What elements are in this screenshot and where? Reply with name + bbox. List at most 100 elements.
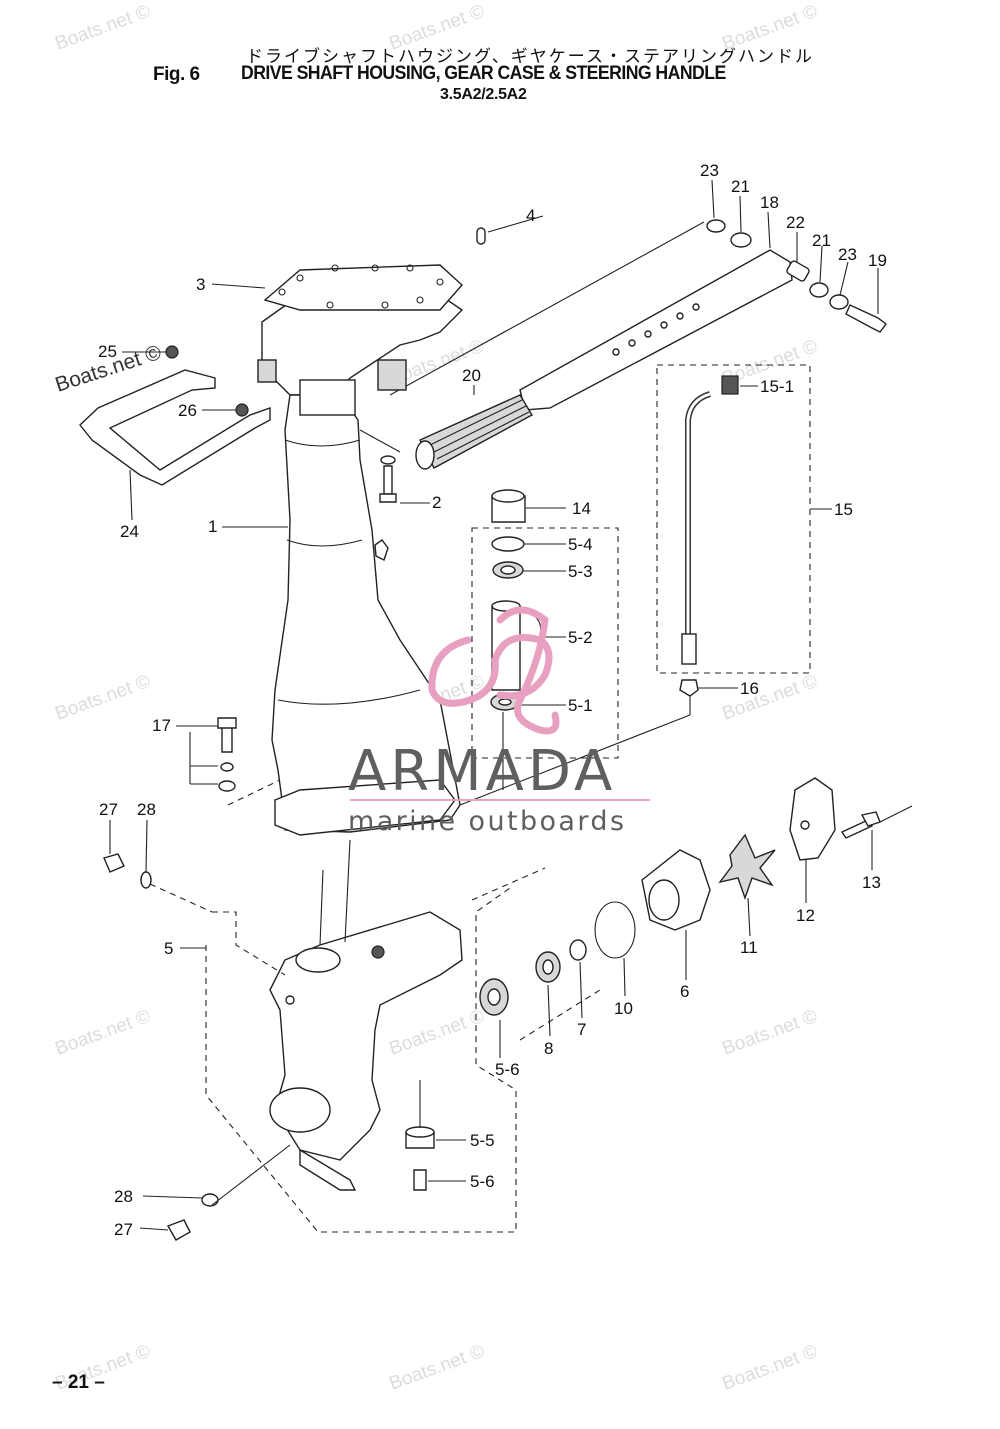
watermark: Boats.net © (720, 1341, 821, 1395)
part-label-27: 27 (114, 1220, 133, 1239)
pump-cover-12 (789, 777, 836, 861)
part-label-7: 6 (680, 982, 689, 1001)
part-label-23: 23 (838, 245, 857, 264)
dowel-pin-4 (476, 227, 486, 245)
plug-27a (103, 853, 125, 873)
part-label-8: 7 (577, 1020, 586, 1039)
watermark: Boats.net © (53, 1, 154, 55)
bolt-19 (845, 304, 887, 333)
armada-logo: ARMADA marine outboards (348, 606, 650, 837)
part-label-5-4: 5-4 (568, 535, 593, 554)
part-label-26: 26 (178, 401, 197, 420)
gear-case-boundary (205, 867, 546, 1233)
part-label-25: 25 (98, 342, 117, 361)
ring-5-4 (491, 536, 525, 552)
part-label-5: 5 (164, 939, 173, 958)
watermark: Boats.net © (387, 1, 488, 55)
logo-mark (428, 606, 560, 735)
watermark: Boats.net © (720, 1006, 821, 1060)
part-label-21: 21 (812, 231, 831, 250)
gear-case-5 (269, 911, 463, 1191)
figure-number: Fig. 6 (153, 64, 200, 85)
part-label-5-5: 5-5 (470, 1131, 495, 1150)
part-label-27: 27 (99, 800, 118, 819)
washer-23b (829, 294, 849, 310)
part-label-13: 13 (862, 873, 881, 892)
watermark: Boats.net © (720, 1, 821, 55)
part-label-5-2: 5-2 (568, 628, 593, 647)
part-label-4: 4 (526, 206, 535, 225)
part-label-16: 16 (740, 679, 759, 698)
japanese-title: ドライブシャフトハウジング、ギヤケース・ステアリングハンドル (246, 47, 814, 66)
part-label-18: 18 (760, 193, 779, 212)
washer-23a (706, 219, 726, 233)
model-number: 3.5A2/2.5A2 (440, 86, 527, 103)
gasket-3 (263, 264, 463, 311)
logo-tagline: marine outboards (348, 806, 626, 837)
water-pump-parts (479, 777, 881, 1016)
watermark: Boats.net © (387, 1006, 488, 1060)
housing-bottom-flange (274, 779, 456, 836)
part-label-22: 22 (786, 213, 805, 232)
gasket-28a (140, 871, 152, 889)
housing-body-1 (271, 394, 461, 833)
part-label-6: 5-6 (495, 1060, 520, 1079)
part-label-1: 1 (208, 517, 217, 536)
washer-21a (730, 232, 752, 248)
housing-clamp-left (257, 359, 277, 383)
part-number-labels: 23 21 18 22 21 23 19 4 3 25 26 20 24 1 2… (98, 161, 887, 1239)
part-label-20: 20 (462, 366, 481, 385)
part-label-2: 2 (432, 493, 441, 512)
handle-frame (79, 369, 271, 486)
o-ring-10 (594, 901, 636, 959)
part-label-23: 23 (700, 161, 719, 180)
rod-end (681, 633, 697, 665)
seal-8 (569, 939, 587, 961)
gasket-28b (201, 1193, 219, 1207)
part-label-5-1: 5-1 (568, 696, 593, 715)
part-label-9: 8 (544, 1039, 553, 1058)
watermark: Boats.net © (720, 671, 821, 725)
part-label-28: 28 (114, 1187, 133, 1206)
part-label-19: 19 (868, 251, 887, 270)
gear-case-bore (295, 947, 341, 973)
part-label-15: 15 (834, 500, 853, 519)
gear-case-torpedo (269, 1087, 331, 1133)
part-label-10: 10 (614, 999, 633, 1018)
part-label-11: 11 (740, 938, 758, 957)
plug-27b (166, 1219, 191, 1241)
watermark: Boats.net © (387, 1341, 488, 1395)
part-label-15-1: 15-1 (760, 377, 794, 396)
housing-clamp-right (377, 359, 407, 391)
part-label-5-6: 5-6 (470, 1172, 495, 1191)
drive-shaft-housing (257, 227, 486, 836)
part-label-21: 21 (731, 177, 750, 196)
part-label-28: 28 (137, 800, 156, 819)
impeller-11 (718, 833, 776, 901)
grommet-15-1 (721, 375, 739, 395)
shift-rod-group (656, 364, 811, 697)
carrying-handle-24 (79, 345, 271, 486)
grommet-16 (679, 679, 699, 697)
logo-name: ARMADA (348, 739, 616, 804)
skeg (299, 1148, 357, 1191)
watermark: Boats.net © (53, 671, 154, 725)
english-title: DRIVE SHAFT HOUSING, GEAR CASE & STEERIN… (241, 63, 726, 84)
bolt-13 (840, 819, 874, 839)
collar-22 (786, 260, 810, 282)
part-label-14: 14 (572, 499, 591, 518)
page-number: – 21 – (52, 1372, 105, 1393)
bolt-2 (383, 465, 393, 495)
part-label-24: 24 (120, 522, 139, 541)
handle-holes (612, 303, 700, 356)
steering-handle-assembly (389, 219, 887, 470)
bolt-17 (221, 725, 233, 753)
housing-neck (299, 379, 356, 416)
washer-2 (380, 455, 396, 465)
washer-21b (809, 282, 829, 298)
part-label-3: 3 (196, 275, 205, 294)
bolt-5-6 (413, 1169, 427, 1191)
nut-26 (235, 403, 249, 417)
